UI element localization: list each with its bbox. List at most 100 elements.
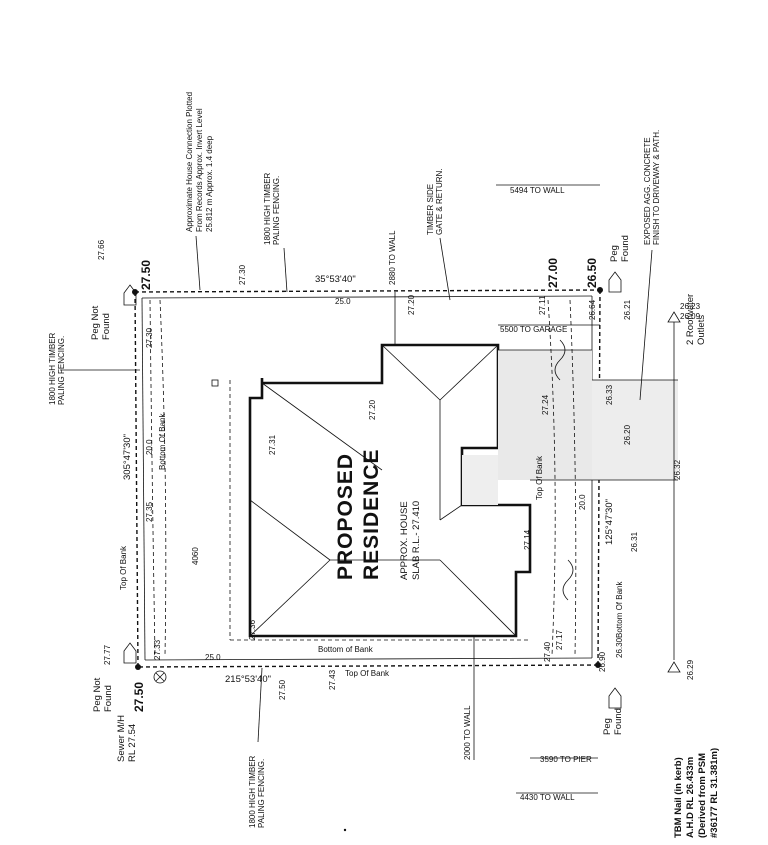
right-length: 20.0 [578, 494, 587, 510]
bottom-bearing: 215°53'40" [225, 674, 271, 685]
svg-text:TIMBER SIDE: TIMBER SIDE [426, 184, 435, 235]
svg-text:GATE & RETURN.: GATE & RETURN. [435, 168, 444, 235]
dim-4060: 4060 [191, 547, 200, 565]
level-corner-tl: 27.50 [139, 260, 153, 290]
svg-text:27.20: 27.20 [368, 399, 377, 420]
tbm-note: TBM Nail (in kerb) A.H.D RL 26.433m (Der… [667, 661, 720, 838]
setback-2880: 2880 TO WALL [388, 230, 397, 285]
svg-text:26.21: 26.21 [623, 299, 632, 320]
svg-text:27.30: 27.30 [145, 327, 154, 348]
svg-text:27.50: 27.50 [278, 679, 287, 700]
svg-text:27.17: 27.17 [555, 629, 564, 650]
top-bearing: 35°53'40" [315, 274, 356, 285]
svg-text:Sewer M/H: Sewer M/H [116, 715, 127, 762]
note-house-connection: Approximate House Connection Plotted Fro… [185, 92, 214, 232]
svg-text:27.36: 27.36 [248, 619, 257, 640]
bank-top-left: Top Of Bank [119, 545, 128, 590]
svg-text:27.14: 27.14 [523, 529, 532, 550]
bank-bottom-lower: Bottom of Bank [318, 645, 374, 654]
bottom-length: 25.0 [205, 653, 221, 662]
svg-text:Outlets: Outlets [696, 315, 707, 345]
bank-bottom-right: Bottom Of Bank [615, 581, 624, 638]
svg-text:26.29: 26.29 [686, 659, 695, 680]
svg-text:Approximate House Connection P: Approximate House Connection Plotted [185, 92, 194, 232]
svg-text:From Records Approx. Invert Le: From Records Approx. Invert Level [195, 108, 204, 232]
svg-text:26.09: 26.09 [680, 312, 701, 321]
svg-text:(Derived from PSM: (Derived from PSM [697, 753, 708, 838]
svg-text:TBM Nail (in kerb): TBM Nail (in kerb) [673, 757, 684, 838]
residence-label: PROPOSED RESIDENCE [334, 448, 383, 580]
level-corner-tr-a: 27.00 [546, 258, 560, 288]
svg-text:27.33: 27.33 [153, 639, 162, 660]
svg-text:27.35: 27.35 [145, 501, 154, 522]
setback-2000: 2000 TO WALL [463, 705, 472, 760]
svg-text:26.33: 26.33 [605, 384, 614, 405]
svg-text:26.31: 26.31 [630, 531, 639, 552]
note-fence-bottom: 1800 HIGH TIMBER PALING FENCING. [248, 755, 266, 828]
peg-found-bottom: Peg Found [602, 687, 624, 735]
svg-text:27.11: 27.11 [538, 295, 547, 315]
svg-text:27.30: 27.30 [238, 264, 247, 285]
note-exposed-concrete: EXPOSED AGG. CONCRETE FINISH TO DRIVEWAY… [643, 130, 661, 245]
svg-text:PALING FENCING.: PALING FENCING. [257, 759, 266, 828]
svg-text:27.20: 27.20 [407, 294, 416, 315]
svg-text:26.64: 26.64 [588, 299, 597, 320]
bank-lines [149, 299, 577, 656]
svg-text:EXPOSED AGG. CONCRETE: EXPOSED AGG. CONCRETE [643, 137, 652, 245]
slab-level: APPROX. HOUSE SLAB R.L.- 27.410 [399, 501, 422, 580]
sewer-manhole: Sewer M/H RL 27.54 [116, 670, 167, 762]
bank-bottom-left: Bottom Of Bank [158, 413, 167, 470]
left-length: 20.0 [145, 439, 154, 455]
svg-text:27.24: 27.24 [541, 394, 550, 415]
level-corner-tr-b: 26.50 [585, 258, 599, 288]
top-length: 25.0 [335, 297, 351, 306]
svg-text:Found: Found [620, 235, 631, 262]
svg-text:27.77: 27.77 [103, 644, 112, 665]
level-corner-bl: 27.50 [132, 682, 146, 712]
left-bearing: 305°47'30" [122, 434, 133, 480]
svg-text:Peg: Peg [602, 718, 613, 735]
svg-text:PROPOSED: PROPOSED [334, 453, 357, 580]
svg-text:Peg: Peg [609, 245, 620, 262]
peg-not-found-bottom: Peg Not Found [92, 642, 137, 712]
svg-text:27.66: 27.66 [97, 239, 106, 260]
svg-text:Peg Not: Peg Not [92, 677, 103, 712]
svg-text:A.H.D RL 26.433m: A.H.D RL 26.433m [685, 757, 696, 838]
setback-pier: 3590 TO PIER [540, 755, 592, 764]
svg-text:27.43: 27.43 [328, 669, 337, 690]
svg-text:26.32: 26.32 [673, 459, 682, 480]
svg-text:1800 HIGH TIMBER: 1800 HIGH TIMBER [248, 755, 257, 828]
peg-not-found-top: Peg Not Found [90, 284, 137, 340]
svg-text:27.40: 27.40 [543, 641, 552, 662]
svg-text:PALING FENCING.: PALING FENCING. [272, 176, 281, 245]
svg-text:Found: Found [613, 708, 624, 735]
svg-text:Peg Not: Peg Not [90, 305, 101, 340]
svg-text:2 Roofwater: 2 Roofwater [685, 294, 696, 345]
svg-text:SLAB R.L.- 27.410: SLAB R.L.- 27.410 [411, 501, 422, 580]
svg-text:26.23: 26.23 [680, 302, 701, 311]
svg-text:RESIDENCE: RESIDENCE [360, 448, 383, 580]
note-timber-gate: TIMBER SIDE GATE & RETURN. [426, 168, 444, 235]
svg-text:1800 HIGH TIMBER: 1800 HIGH TIMBER [48, 332, 57, 405]
svg-text:26.20: 26.20 [623, 424, 632, 445]
svg-text:APPROX. HOUSE: APPROX. HOUSE [399, 501, 410, 580]
svg-text:Found: Found [103, 685, 114, 712]
right-bearing: 125°47'30" [604, 499, 615, 545]
note-fence-left: 1800 HIGH TIMBER PALING FENCING. [48, 332, 66, 405]
svg-text:25.812 m Approx. 1.4 deep: 25.812 m Approx. 1.4 deep [205, 135, 214, 232]
note-fence-top: 1800 HIGH TIMBER PALING FENCING. [263, 172, 281, 245]
svg-text:26.30: 26.30 [615, 637, 624, 658]
setback-garage: 5500 TO GARAGE [500, 325, 567, 334]
setback-4430: 4430 TO WALL [520, 793, 575, 802]
svg-text:FINISH TO DRIVEWAY & PATH.: FINISH TO DRIVEWAY & PATH. [652, 130, 661, 245]
bank-top-right: Top Of Bank [535, 455, 544, 500]
svg-text:Found: Found [101, 313, 112, 340]
bank-top-lower: Top Of Bank [345, 669, 390, 678]
peg-found-top: Peg Found [608, 235, 631, 293]
svg-text:1800 HIGH TIMBER: 1800 HIGH TIMBER [263, 172, 272, 245]
svg-text:#36177 RL 31.381m): #36177 RL 31.381m) [709, 748, 720, 838]
svg-text:RL 27.54: RL 27.54 [127, 724, 138, 762]
setback-5494: 5494 TO WALL [510, 186, 565, 195]
spot-levels: 27.66 27.30 27.20 27.11 26.64 26.21 26.2… [97, 239, 701, 700]
